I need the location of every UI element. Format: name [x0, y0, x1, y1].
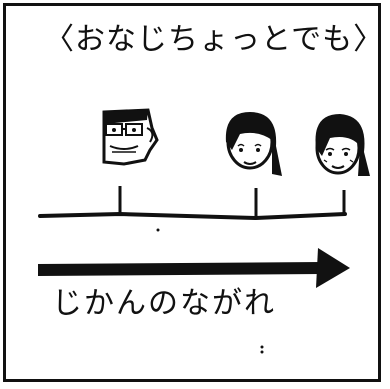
- speckle: [260, 350, 264, 354]
- time-flow-arrow-icon: [38, 248, 350, 288]
- woman-face-icon: [225, 112, 282, 176]
- timeline: [38, 186, 347, 221]
- panel-border: [3, 3, 381, 382]
- speckle: [156, 228, 160, 232]
- panel-title: 〈おなじちょっとでも〉: [44, 22, 385, 57]
- older-woman-face-icon: [315, 114, 370, 176]
- panel-caption: じかんのながれ: [52, 286, 276, 321]
- man-face-icon: [102, 108, 159, 166]
- speckle: [260, 345, 264, 349]
